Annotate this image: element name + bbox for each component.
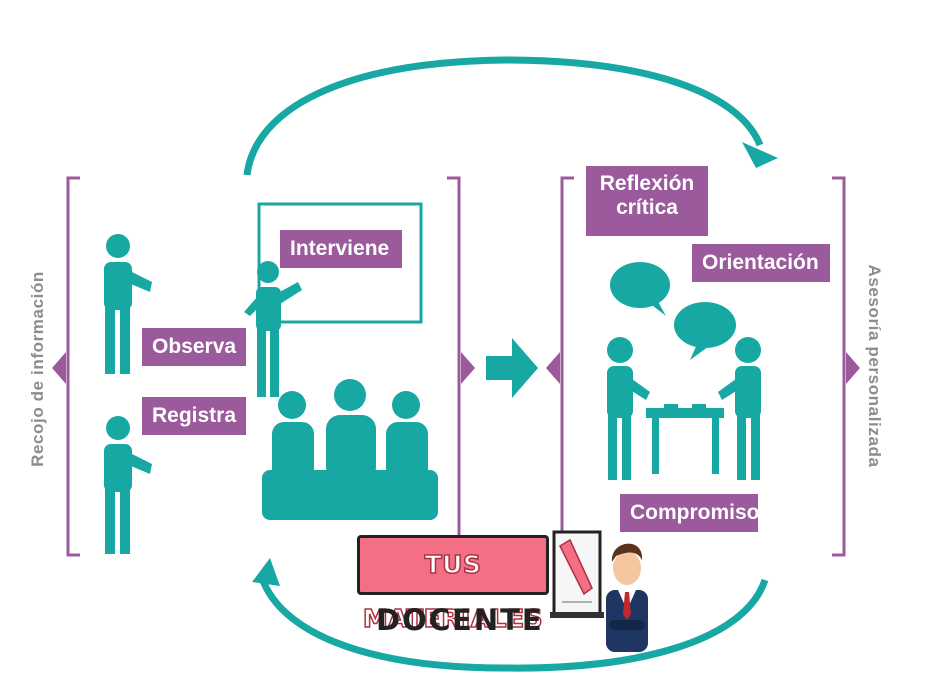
logo-title: TUS MATERIALES — [357, 535, 549, 634]
right-bracket-right-arrow-icon — [846, 352, 860, 384]
left-bracket-arrow-icon — [52, 352, 66, 384]
whiteboard-icon — [257, 202, 423, 324]
cycle-arrow-bottom-icon — [252, 558, 769, 672]
teacher-icon — [244, 261, 302, 397]
left-side-label: Recojo de información — [28, 271, 47, 467]
cycle-arrow-top-icon — [243, 56, 778, 176]
interviene-label: Interviene — [280, 230, 402, 268]
reflexion-line2: crítica — [616, 196, 678, 219]
students-icon — [262, 379, 438, 520]
right-side-label: Asesoría personalizada — [865, 264, 884, 468]
right-bracket-arrow-icon — [546, 352, 560, 384]
logo-whiteboard-icon — [550, 530, 604, 618]
forward-arrow-icon — [486, 338, 538, 398]
registra-label: Registra — [142, 397, 246, 435]
meeting-people-icon — [607, 337, 761, 480]
reflexion-line1: Reflexión — [599, 172, 695, 195]
table-icon — [646, 404, 724, 474]
person-pointing-icon — [104, 234, 152, 374]
logo-subtitle: DOCENTE — [376, 603, 544, 637]
reflexion-critica-label: Reflexión crítica — [586, 166, 708, 236]
left-bracket-right-arrow-icon — [461, 352, 475, 384]
observa-label: Observa — [142, 328, 246, 366]
compromiso-label: Compromiso — [620, 494, 760, 532]
person-writing-icon — [104, 416, 152, 554]
orientacion-label: Orientación — [692, 244, 830, 282]
businessman-icon — [606, 543, 648, 652]
speech-bubble-icon — [610, 262, 736, 360]
